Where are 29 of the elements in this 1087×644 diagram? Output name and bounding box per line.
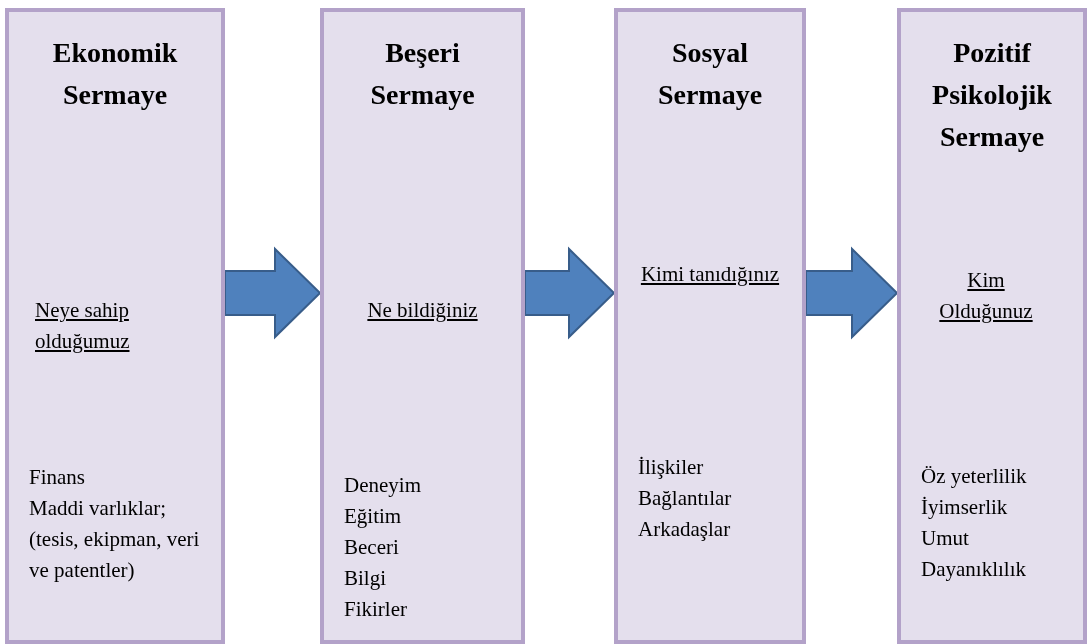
list-item: Umut — [921, 525, 970, 552]
capital-column — [320, 8, 525, 644]
list-item: Öz yeterlilik — [921, 463, 1028, 490]
block-arrow — [524, 246, 616, 340]
column-heading: Sosyal Sermaye — [656, 36, 764, 112]
list-item: Dayanıklılık — [921, 556, 1027, 583]
list-item: İyimserlik — [921, 494, 1009, 521]
list-item: Bilgi — [344, 565, 387, 592]
capital-column — [5, 8, 225, 644]
column-heading: Ekonomik Sermaye — [51, 36, 179, 112]
block-arrow — [805, 246, 899, 340]
capital-column — [897, 8, 1087, 644]
capital-column — [614, 8, 806, 644]
list-item: İlişkiler — [638, 454, 705, 481]
column-heading: Beşeri Sermaye — [369, 36, 476, 112]
list-item: Bağlantılar — [638, 485, 733, 512]
list-item: Arkadaşlar — [638, 516, 732, 543]
key-question: Neye sahip olduğumuz — [35, 297, 131, 355]
column-heading: Pozitif Psikolojik Sermaye — [931, 36, 1053, 154]
list-item: Eğitim — [344, 503, 403, 530]
key-question: Kim Olduğunuz — [938, 267, 1034, 325]
list-item: Beceri — [344, 534, 400, 561]
key-question: Kimi tanıdığınız — [639, 261, 781, 288]
list-item: Finans — [29, 464, 86, 491]
list-item: Fikirler — [344, 596, 408, 623]
list-item: Maddi varlıklar; (tesis, ekipman, veri ve patentler) — [29, 495, 201, 584]
key-question: Ne bildiğiniz — [366, 297, 479, 324]
list-item: Deneyim — [344, 472, 422, 499]
block-arrow — [224, 246, 322, 340]
